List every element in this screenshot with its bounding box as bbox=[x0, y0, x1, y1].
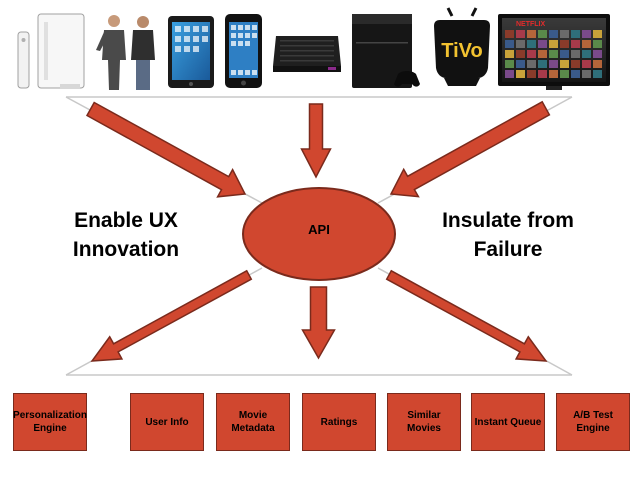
movie-poster-tile bbox=[516, 70, 525, 78]
movie-poster-tile bbox=[582, 40, 591, 48]
people-icon bbox=[96, 15, 155, 90]
movie-poster-tile bbox=[571, 70, 580, 78]
movie-poster-tile bbox=[593, 30, 602, 38]
arrow-top-left bbox=[85, 101, 247, 198]
movie-poster-tile bbox=[560, 40, 569, 48]
api-hub-ellipse bbox=[242, 187, 396, 281]
service-box-instant-queue[interactable]: Instant Queue bbox=[471, 393, 545, 451]
movie-poster-tile bbox=[516, 60, 525, 68]
movie-poster-tile bbox=[538, 40, 547, 48]
movie-poster-tile bbox=[505, 70, 514, 78]
netflix-tv-icon: NETFLIX bbox=[498, 14, 610, 90]
movie-poster-tile bbox=[516, 40, 525, 48]
movie-poster-tile bbox=[538, 60, 547, 68]
movie-poster-tile bbox=[538, 50, 547, 58]
iphone-icon bbox=[225, 14, 262, 88]
service-box-user-info[interactable]: User Info bbox=[130, 393, 204, 451]
netflix-logo-text: NETFLIX bbox=[516, 21, 545, 28]
movie-poster-tile bbox=[571, 30, 580, 38]
movie-poster-tile bbox=[527, 30, 536, 38]
movie-poster-tile bbox=[593, 50, 602, 58]
movie-poster-tile bbox=[516, 30, 525, 38]
movie-poster-tile bbox=[571, 40, 580, 48]
movie-poster-tile bbox=[516, 50, 525, 58]
enable-ux-innovation-label: Enable UX Innovation bbox=[56, 206, 196, 264]
movie-poster-tile bbox=[582, 60, 591, 68]
movie-poster-tile bbox=[549, 70, 558, 78]
roku-box-icon bbox=[273, 36, 341, 72]
movie-poster-tile bbox=[582, 50, 591, 58]
movie-poster-tile bbox=[527, 70, 536, 78]
movie-poster-tile bbox=[538, 70, 547, 78]
arrow-top-center bbox=[300, 103, 332, 179]
movie-poster-tile bbox=[505, 60, 514, 68]
movie-poster-tile bbox=[549, 60, 558, 68]
innovation-line: Innovation bbox=[72, 238, 180, 261]
service-box-similar-movies[interactable]: Similar Movies bbox=[387, 393, 461, 451]
failure-line: Failure bbox=[473, 238, 543, 261]
movie-poster-tile bbox=[593, 70, 602, 78]
movie-poster-tile bbox=[582, 70, 591, 78]
movie-poster-tile bbox=[560, 70, 569, 78]
movie-poster-tile bbox=[593, 40, 602, 48]
devices-row: TiVo NETFLIX bbox=[17, 7, 610, 90]
insulate-from-failure-label: Insulate from Failure bbox=[430, 206, 586, 264]
movie-poster-tile bbox=[527, 40, 536, 48]
api-hub-label: API bbox=[308, 222, 330, 237]
movie-poster-tile bbox=[549, 50, 558, 58]
playstation-console-icon bbox=[352, 14, 420, 88]
movie-poster-tile bbox=[505, 50, 514, 58]
tivo-logo-icon: TiVo bbox=[434, 7, 490, 86]
movie-poster-tile bbox=[593, 60, 602, 68]
movie-posters bbox=[505, 30, 602, 78]
movie-poster-tile bbox=[549, 40, 558, 48]
movie-poster-tile bbox=[505, 30, 514, 38]
movie-poster-tile bbox=[527, 50, 536, 58]
service-box-personalization-engine[interactable]: Personalization Engine bbox=[13, 393, 87, 451]
arrow-bottom-right bbox=[385, 269, 548, 362]
ipad-icon bbox=[168, 16, 214, 88]
tivo-logo-text: TiVo bbox=[441, 40, 482, 62]
movie-poster-tile bbox=[527, 60, 536, 68]
arrow-top-right bbox=[389, 100, 551, 198]
movie-poster-tile bbox=[560, 60, 569, 68]
arrow-bottom-left bbox=[90, 269, 253, 362]
movie-poster-tile bbox=[560, 30, 569, 38]
movie-poster-tile bbox=[582, 30, 591, 38]
service-box-ab-test-engine[interactable]: A/B Test Engine bbox=[556, 393, 630, 451]
movie-poster-tile bbox=[549, 30, 558, 38]
enable-ux-line: Enable UX bbox=[74, 209, 178, 232]
movie-poster-tile bbox=[571, 50, 580, 58]
arrows bbox=[85, 100, 551, 362]
wii-console-icon bbox=[17, 13, 85, 89]
service-box-movie-metadata[interactable]: Movie Metadata bbox=[216, 393, 290, 451]
movie-poster-tile bbox=[538, 30, 547, 38]
movie-poster-tile bbox=[560, 50, 569, 58]
movie-poster-tile bbox=[505, 40, 514, 48]
movie-poster-tile bbox=[571, 60, 580, 68]
service-box-ratings[interactable]: Ratings bbox=[302, 393, 376, 451]
arrow-bottom-center bbox=[301, 286, 336, 360]
insulate-from-line: Insulate from bbox=[442, 209, 574, 232]
